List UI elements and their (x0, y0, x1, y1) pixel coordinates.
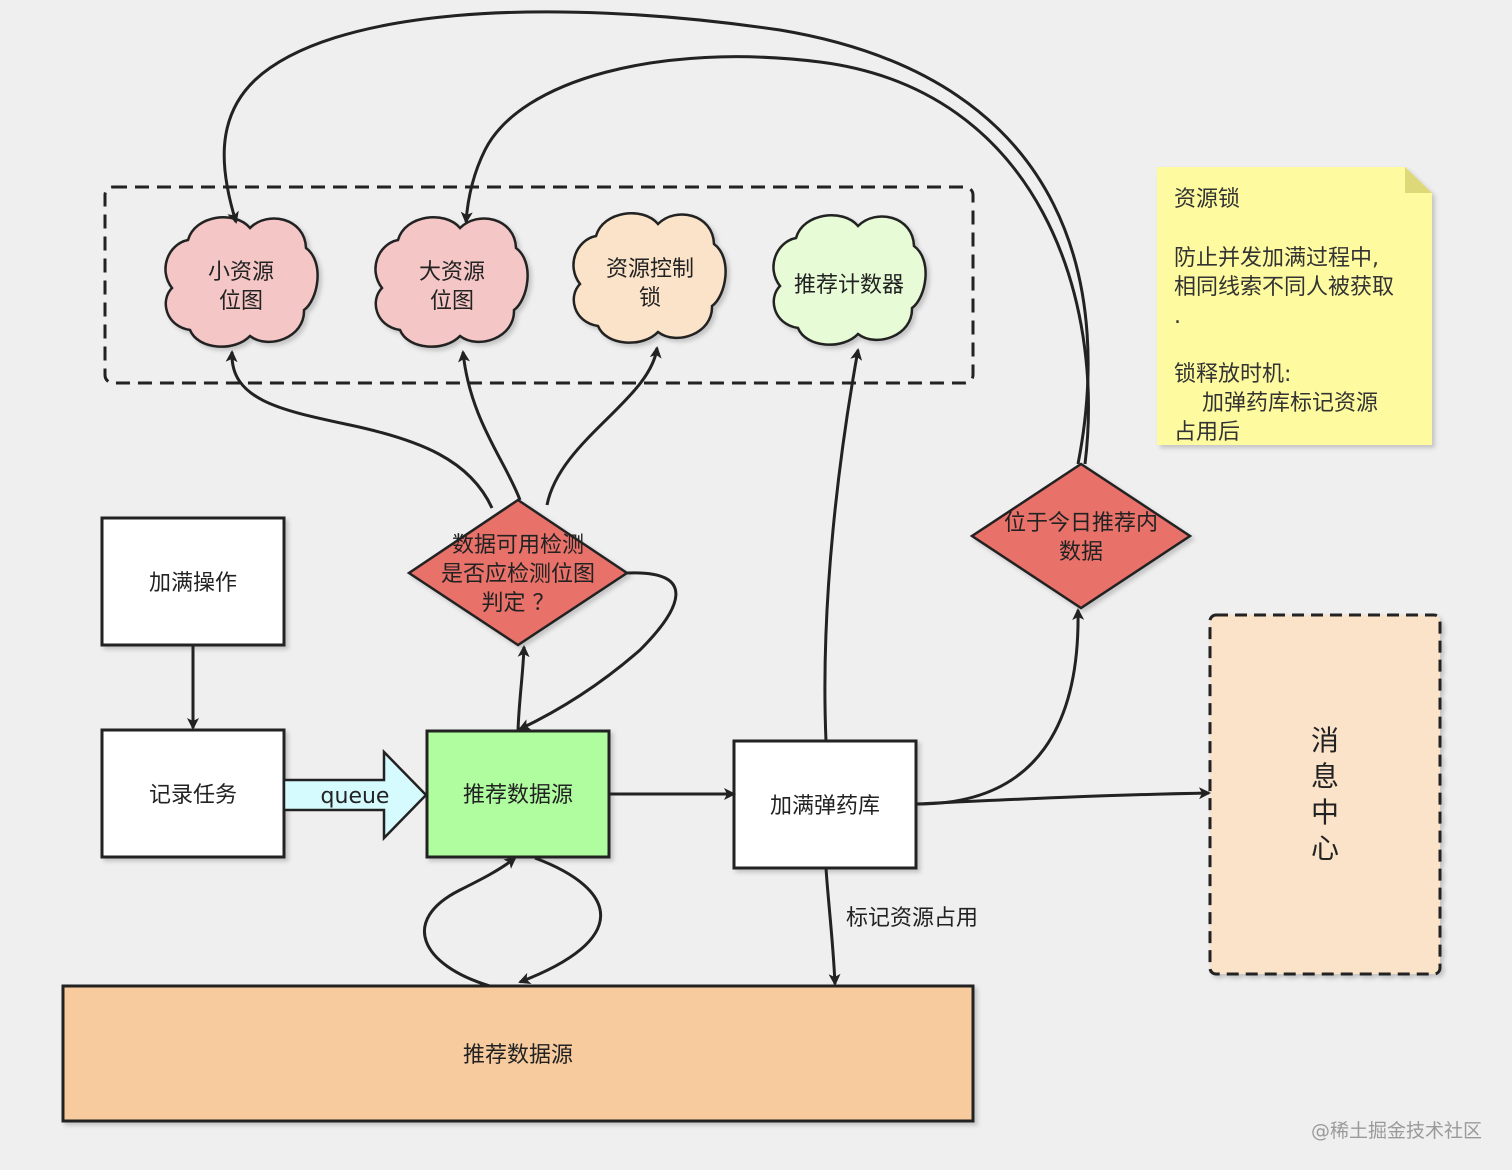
cloud-small-bitmap-label-1: 小资源 (208, 260, 274, 285)
mark-resource-label: 标记资源占用 (846, 906, 978, 931)
rec-source-green-label: 推荐数据源 (463, 783, 573, 808)
record-task-box (100, 728, 286, 859)
fill-operation-box (100, 516, 286, 647)
sticky-note-text: 资源锁 防止并发加满过程中, 相同线索不同人被获取 . 锁释放时机: 加弹药库标… (1174, 187, 1394, 445)
edge-source-check (516, 645, 530, 732)
edge-magazine-message (915, 787, 1211, 806)
edge-bottom-source-left (423, 856, 517, 988)
edge-today-small-bitmap (222, 10, 1090, 465)
cloud-resource-lock (572, 212, 727, 344)
edge-source-bottom-right (518, 856, 602, 985)
svg-text:资源锁: 资源锁 (1174, 187, 1240, 212)
cloud-resource-lock-label-2: 锁 (639, 286, 661, 311)
edge-check-small-bitmap (225, 350, 494, 509)
message-center-char-2: 息 (1311, 760, 1339, 793)
connectors (187, 10, 1211, 988)
resource-group-container (103, 185, 975, 385)
svg-text:加弹药库标记资源: 加弹药库标记资源 (1174, 391, 1378, 416)
cloud-rec-counter-label: 推荐计数器 (794, 273, 904, 298)
rec-source-bottom-label: 推荐数据源 (463, 1043, 573, 1068)
edge-check-large-bitmap (458, 350, 522, 501)
edge-magazine-bottom (824, 867, 841, 986)
fill-operation-label: 加满操作 (149, 571, 237, 596)
rec-source-bottom-box (61, 984, 975, 1123)
edge-magazine-counter (823, 348, 863, 742)
queue-arrow (282, 748, 428, 842)
today-diamond-label-1: 位于今日推荐内 (1004, 511, 1158, 536)
today-diamond (969, 462, 1193, 610)
edge-magazine-today (915, 608, 1085, 806)
sticky-note (1157, 167, 1432, 445)
svg-text:占用后: 占用后 (1174, 420, 1240, 445)
message-center-char-4: 心 (1311, 832, 1339, 865)
edge-check-source-loop (518, 571, 678, 731)
svg-text:防止并发加满过程中,: 防止并发加满过程中, (1174, 246, 1379, 271)
record-task-label: 记录任务 (149, 783, 237, 808)
today-diamond-label-2: 数据 (1059, 540, 1103, 565)
cloud-large-bitmap (374, 216, 529, 348)
check-diamond-label-1: 数据可用检测 (452, 533, 584, 558)
svg-text:相同线索不同人被获取: 相同线索不同人被获取 (1174, 275, 1394, 300)
message-center-char-3: 中 (1311, 796, 1339, 829)
svg-text:.: . (1174, 304, 1181, 329)
edge-check-lock (545, 346, 662, 506)
check-diamond-label-3: 判定 ？ (482, 591, 555, 616)
cloud-large-bitmap-label-1: 大资源 (419, 260, 485, 285)
fill-magazine-box (732, 739, 918, 870)
cloud-small-bitmap (164, 216, 319, 348)
check-diamond-label-2: 是否应检测位图 (441, 562, 595, 587)
edge-today-large-bitmap (460, 55, 1090, 465)
watermark: @稀土掘金技术社区 (1311, 1120, 1482, 1142)
message-center-char-1: 消 (1311, 724, 1339, 757)
fill-magazine-label: 加满弹药库 (770, 794, 880, 819)
queue-label: queue (321, 784, 390, 809)
cloud-small-bitmap-label-2: 位图 (219, 289, 263, 314)
cloud-rec-counter (772, 214, 927, 346)
cloud-resource-lock-label-1: 资源控制 (606, 257, 694, 282)
svg-text:锁释放时机:: 锁释放时机: (1174, 362, 1291, 387)
cloud-large-bitmap-label-2: 位图 (430, 289, 474, 314)
check-diamond (406, 498, 630, 647)
message-center-box (1208, 613, 1442, 976)
